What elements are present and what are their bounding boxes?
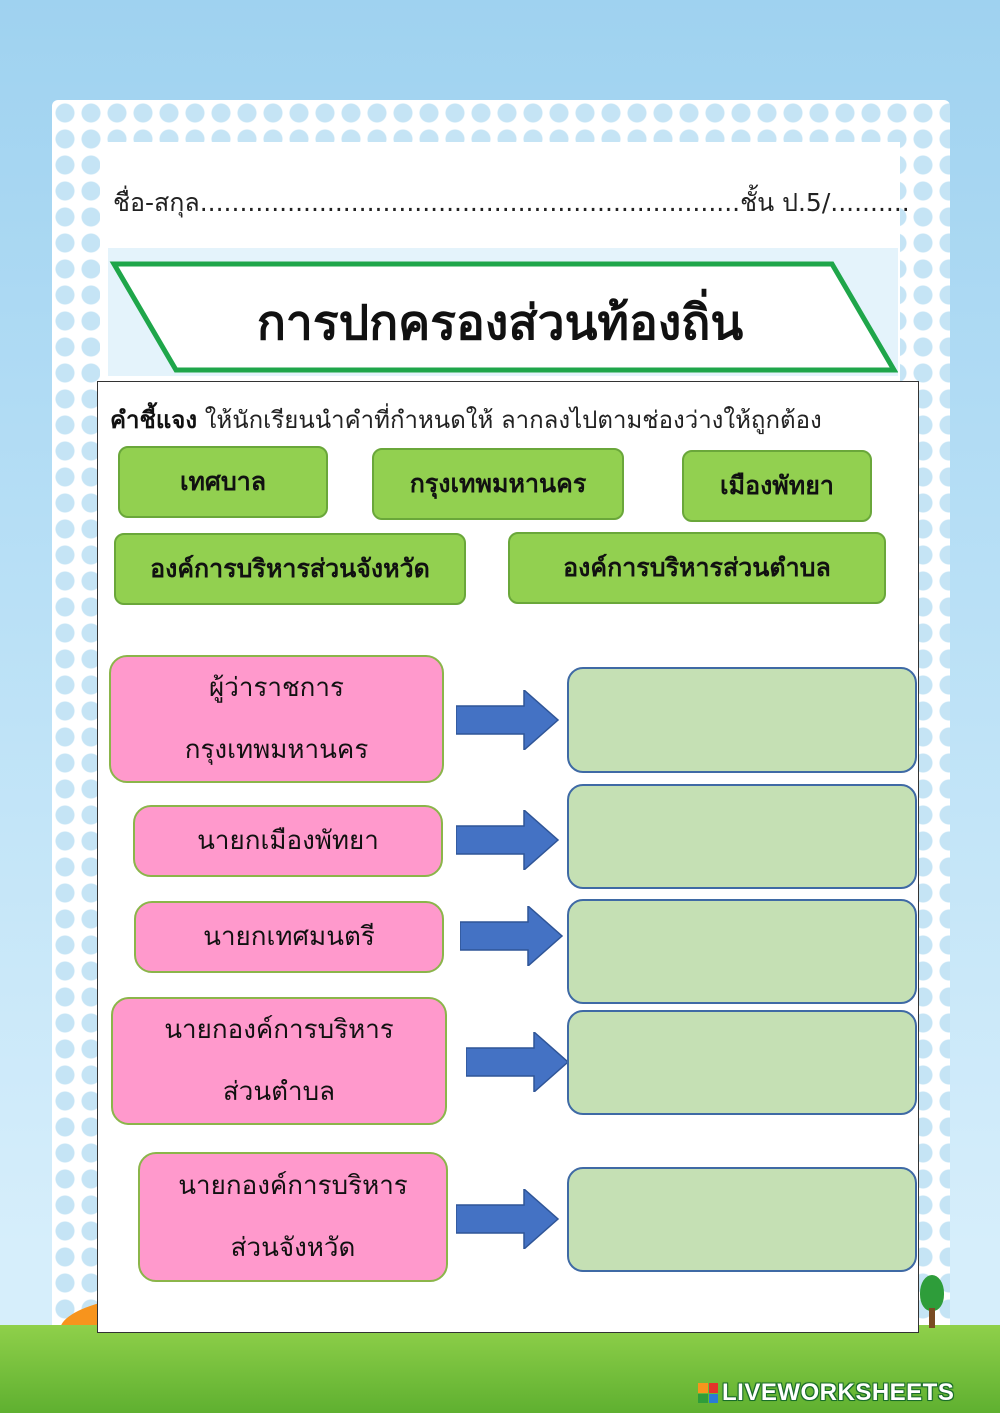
word-card-3[interactable]: เมืองพัทยา: [682, 450, 872, 522]
answer-slot-2[interactable]: [567, 784, 917, 889]
instruction-text: ให้นักเรียนนำคำที่กำหนดให้ ลากลงไปตามช่อ…: [197, 406, 822, 434]
arrow-right-icon: [460, 906, 564, 966]
arrow-right-icon: [456, 1189, 560, 1249]
word-card-4[interactable]: องค์การบริหารส่วนจังหวัด: [114, 533, 466, 605]
word-card-5[interactable]: องค์การบริหารส่วนตำบล: [508, 532, 886, 604]
role-box-3: นายกเทศมนตรี: [134, 901, 444, 973]
role-line: ส่วนตำบล: [222, 1077, 336, 1107]
instruction: คำชี้แจง ให้นักเรียนนำคำที่กำหนดให้ ลากล…: [110, 400, 910, 440]
arrow-right-icon: [466, 1032, 570, 1092]
tree-icon: [920, 1275, 944, 1311]
grass-ground: [0, 1325, 1000, 1413]
role-line: นายกเทศมนตรี: [203, 922, 375, 952]
page-title: การปกครองส่วนท้องถิ่น: [256, 295, 744, 351]
tree-trunk: [929, 1308, 935, 1328]
name-label: ชื่อ-สกุล: [113, 188, 200, 217]
name-line: ชื่อ-สกุล...............................…: [113, 183, 910, 223]
liveworksheets-logo: LIVEWORKSHEETS: [698, 1378, 954, 1408]
role-box-2: นายกเมืองพัทยา: [133, 805, 443, 877]
arrow-right-icon: [456, 810, 560, 870]
arrow-right-icon: [456, 690, 560, 750]
name-dots: ........................................…: [199, 188, 741, 217]
role-line: กรุงเทพมหานคร: [184, 735, 369, 765]
title-frame: [109, 261, 898, 373]
word-card-2[interactable]: กรุงเทพมหานคร: [372, 448, 624, 520]
word-card-1[interactable]: เทศบาล: [118, 446, 328, 518]
class-dots: ..........: [830, 188, 910, 217]
role-box-4: นายกองค์การบริหาร ส่วนตำบล: [111, 997, 447, 1125]
answer-slot-4[interactable]: [567, 1010, 917, 1115]
instruction-label: คำชี้แจง: [110, 406, 198, 434]
logo-text: LIVEWORKSHEETS: [722, 1379, 955, 1406]
role-line: นายกองค์การบริหาร: [164, 1015, 394, 1045]
answer-slot-5[interactable]: [567, 1167, 917, 1272]
role-box-1: ผู้ว่าราชการ กรุงเทพมหานคร: [109, 655, 444, 783]
role-line: นายกองค์การบริหาร: [178, 1171, 408, 1201]
role-box-5: นายกองค์การบริหาร ส่วนจังหวัด: [138, 1152, 448, 1282]
logo-badge-icon: [698, 1383, 718, 1403]
role-line: ส่วนจังหวัด: [230, 1233, 356, 1263]
role-line: นายกเมืองพัทยา: [197, 826, 379, 856]
answer-slot-3[interactable]: [567, 899, 917, 1004]
role-line: ผู้ว่าราชการ: [209, 673, 344, 703]
class-label: ชั้น ป.5/: [740, 188, 831, 217]
answer-slot-1[interactable]: [567, 667, 917, 773]
